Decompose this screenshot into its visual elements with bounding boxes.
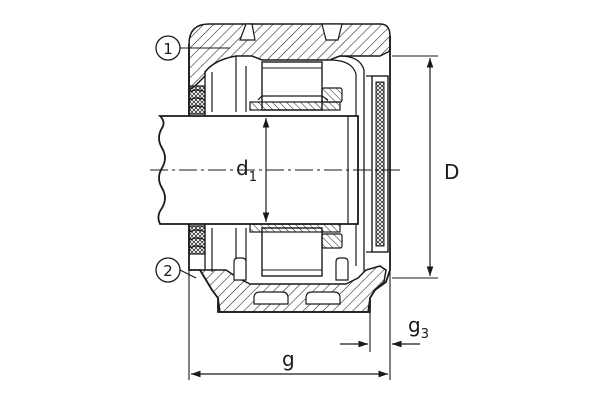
seal-lower xyxy=(188,225,206,255)
dimension-g3-label: g3 xyxy=(408,313,429,342)
callout-1: 1 xyxy=(155,35,230,61)
end-cover xyxy=(366,75,389,253)
shaft xyxy=(157,115,359,225)
housing-outline xyxy=(188,36,391,313)
roller-upper xyxy=(249,61,341,111)
svg-text:2: 2 xyxy=(163,262,173,280)
dimension-d1-label: d1 xyxy=(236,156,257,185)
svg-text:1: 1 xyxy=(163,40,173,58)
dimension-D-label: D xyxy=(444,160,459,184)
callout-2: 2 xyxy=(155,257,197,283)
housing-bottom-section xyxy=(198,265,387,313)
dimension-g-label: g xyxy=(282,347,295,371)
roller-lower xyxy=(249,223,341,277)
seal-upper xyxy=(188,85,206,115)
housing-top-section xyxy=(188,23,391,92)
